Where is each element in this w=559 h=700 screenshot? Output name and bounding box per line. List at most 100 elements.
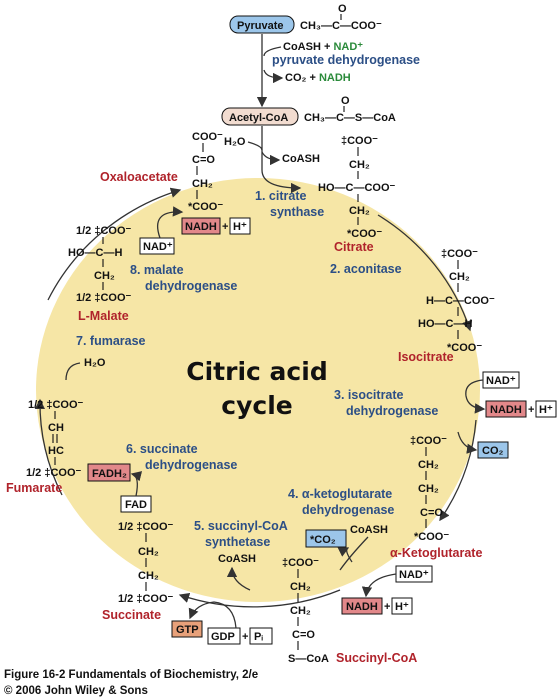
- step-1-label: 1. citrate: [255, 189, 306, 203]
- svg-text:‡COO⁻: ‡COO⁻: [441, 248, 478, 260]
- pyruvate-products: CO₂ + NADH: [285, 72, 351, 84]
- gtp-box: [171, 620, 203, 638]
- coash-label-step4: CoASH: [350, 524, 388, 536]
- citrate-label: Citrate: [334, 240, 374, 254]
- alpha-ketoglutarate-label: α-Ketoglutarate: [390, 546, 482, 560]
- pyruvate-substrates: CoASH + NAD⁺: [283, 41, 363, 53]
- svg-text:CH₂: CH₂: [418, 483, 439, 495]
- svg-text:NADH: NADH: [490, 404, 522, 416]
- svg-text:1/2 ‡COO⁻: 1/2 ‡COO⁻: [28, 399, 84, 411]
- cycle-ring-left: [34, 398, 63, 496]
- oxaloacetate-label: Oxaloacetate: [100, 170, 178, 184]
- svg-text:H⁺: H⁺: [539, 404, 553, 416]
- svg-text:‡COO⁻: ‡COO⁻: [341, 135, 378, 147]
- svg-text:*COO⁻: *COO⁻: [347, 228, 382, 240]
- step-6-label-line2: dehydrogenase: [145, 458, 237, 472]
- svg-text:CH₂: CH₂: [349, 205, 370, 217]
- step-6-label: 6. succinate: [126, 442, 198, 456]
- svg-text:NAD⁺: NAD⁺: [486, 375, 516, 387]
- pyruvate-box: [229, 15, 295, 34]
- water-label-step7: H₂O: [84, 357, 106, 369]
- svg-text:NAD⁺: NAD⁺: [399, 569, 429, 581]
- cycle-ring-right-lower: [439, 419, 477, 522]
- pyruvate-label: Pyruvate: [237, 20, 283, 32]
- svg-text:CH₂: CH₂: [418, 459, 439, 471]
- acetyl-coa-oxygen: O: [341, 95, 350, 107]
- svg-text:NADH: NADH: [185, 221, 217, 233]
- svg-text:FAD: FAD: [125, 499, 147, 511]
- svg-text:HC: HC: [48, 445, 64, 457]
- svg-text:+: +: [222, 221, 228, 233]
- step-4-label: 4. α-ketoglutarate: [288, 487, 392, 501]
- svg-text:1/2 ‡COO⁻: 1/2 ‡COO⁻: [76, 292, 132, 304]
- svg-text:‡COO⁻: ‡COO⁻: [410, 435, 447, 447]
- step-1-label-line2: synthase: [270, 205, 324, 219]
- step-7-label: 7. fumarase: [76, 334, 146, 348]
- h-plus-box-step8: [229, 217, 251, 235]
- svg-text:H—C—COO⁻: H—C—COO⁻: [426, 295, 495, 307]
- water-label-top: H₂O: [224, 136, 246, 148]
- pi-box: [249, 627, 273, 645]
- figure-caption: Figure 16-2 Fundamentals of Biochemistry…: [4, 669, 258, 681]
- step-3-label-line2: dehydrogenase: [346, 404, 438, 418]
- svg-text:+: +: [384, 601, 390, 613]
- succinyl-coa-label: Succinyl-CoA: [336, 651, 417, 665]
- svg-text:NAD⁺: NAD⁺: [143, 241, 173, 253]
- star-co2-box: [305, 529, 347, 548]
- svg-text:CH₂: CH₂: [449, 271, 470, 283]
- svg-text:CO₂: CO₂: [482, 445, 504, 457]
- fumarate-structure: 1/2 ‡COO⁻ CH HC 1/2 ‡COO⁻: [26, 399, 84, 479]
- svg-text:+: +: [528, 404, 534, 416]
- succinyl-coa-structure: ‡COO⁻ CH₂ CH₂ C=O S—CoA: [282, 557, 329, 665]
- h-plus-box-step3: [535, 400, 557, 418]
- isocitrate-structure: ‡COO⁻ CH₂ H—C—COO⁻ HO—C—H *COO⁻: [418, 248, 495, 354]
- svg-text:C=O: C=O: [292, 629, 315, 641]
- svg-text:*COO⁻: *COO⁻: [188, 201, 223, 213]
- malate-structure: 1/2 ‡COO⁻ HO—C—H CH₂ 1/2 ‡COO⁻: [68, 225, 132, 304]
- h-plus-box-step4: [391, 597, 413, 615]
- cycle-title: Citric acid: [186, 357, 327, 386]
- svg-text:1/2 ‡COO⁻: 1/2 ‡COO⁻: [76, 225, 132, 237]
- pyruvate-formula: CH₃—C—COO⁻: [300, 20, 382, 32]
- svg-text:*COO⁻: *COO⁻: [447, 342, 482, 354]
- succinate-structure: 1/2 ‡COO⁻ CH₂ CH₂ 1/2 ‡COO⁻: [118, 521, 174, 605]
- svg-text:HO—C—H: HO—C—H: [68, 247, 122, 259]
- acetyl-coa-arrow: [261, 126, 302, 194]
- svg-text:CH₂: CH₂: [192, 178, 213, 190]
- nad-box-step8: [139, 237, 175, 255]
- co2-box-step3: [477, 441, 509, 459]
- svg-text:1/2 ‡COO⁻: 1/2 ‡COO⁻: [118, 593, 174, 605]
- svg-text:FADH₂: FADH₂: [92, 468, 127, 480]
- svg-text:H⁺: H⁺: [233, 221, 247, 233]
- copyright-caption: © 2006 John Wiley & Sons: [4, 685, 148, 697]
- svg-text:COO⁻: COO⁻: [192, 131, 223, 143]
- succinate-label: Succinate: [102, 608, 161, 622]
- svg-text:CH₂: CH₂: [290, 581, 311, 593]
- coash-label-step5: CoASH: [218, 553, 256, 565]
- pyruvate-dehydrogenase-label: pyruvate dehydrogenase: [272, 53, 420, 67]
- acetyl-coa-box: [221, 107, 299, 126]
- svg-text:GDP: GDP: [211, 631, 235, 643]
- nadh-box-step3: [485, 400, 527, 418]
- step-5-label-line2: synthetase: [205, 535, 270, 549]
- alpha-ketoglutarate-structure: ‡COO⁻ CH₂ CH₂ C=O *COO⁻: [410, 435, 449, 543]
- svg-text:HO—C—COO⁻: HO—C—COO⁻: [318, 182, 396, 194]
- fadh2-box: [87, 463, 131, 482]
- svg-text:CH₂: CH₂: [138, 570, 159, 582]
- malate-label: L-Malate: [78, 309, 129, 323]
- svg-text:NADH: NADH: [346, 601, 378, 613]
- citrate-structure: ‡COO⁻ CH₂ HO—C—COO⁻ CH₂ *COO⁻: [318, 135, 396, 240]
- nadh-box-step8: [181, 217, 221, 235]
- pyruvate-oxygen: O: [338, 3, 347, 15]
- nadh-box-step4: [341, 597, 383, 615]
- fumarate-label: Fumarate: [6, 481, 62, 495]
- svg-text:CH: CH: [48, 422, 64, 434]
- step-8-label-line2: dehydrogenase: [145, 279, 237, 293]
- svg-text:C=O: C=O: [192, 154, 215, 166]
- svg-text:1/2 ‡COO⁻: 1/2 ‡COO⁻: [26, 467, 82, 479]
- acetyl-coa-label: Acetyl-CoA: [229, 112, 288, 124]
- isocitrate-label: Isocitrate: [398, 350, 454, 364]
- svg-text:CH₂: CH₂: [94, 270, 115, 282]
- svg-text:*COO⁻: *COO⁻: [414, 531, 449, 543]
